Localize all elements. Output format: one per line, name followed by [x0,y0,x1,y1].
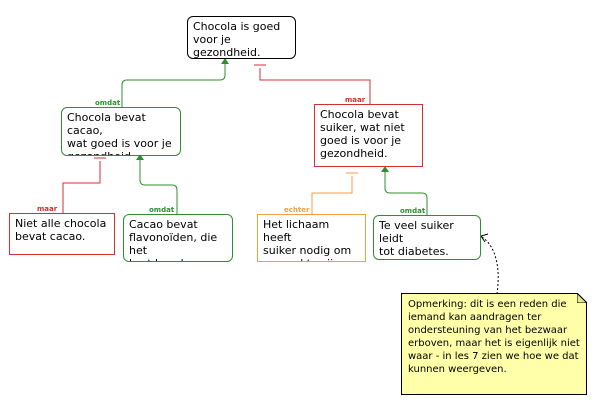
connector-sugar-omdat [381,166,428,215]
edge-label-echter: echter [284,206,310,214]
objection-box-sugar[interactable]: Chocola bevat suiker, wat niet goed is v… [314,104,423,167]
rebuttal-box-body-needs-sugar[interactable]: Het lichaam heeft suiker nodig om gezond… [257,214,366,262]
objection-box-not-all-cacao[interactable]: Niet alle chocola bevat cacao. [9,213,115,255]
connector-cacao-omdat [136,154,178,214]
reason-box-diabetes[interactable]: Te veel suiker leidt tot diabetes. [373,215,481,260]
connector-sugar-echter [311,172,358,214]
edge-label-omdat-diabetes: omdat [400,207,426,215]
note-pointer [480,233,499,295]
reason-box-cacao[interactable]: Chocola bevat cacao, wat goed is voor je… [61,107,181,156]
note-fold-corner [577,293,587,303]
connector-root-omdat-left [121,58,229,107]
claim-box-root[interactable]: Chocola is goed voor je gezondheid. [187,16,296,59]
edge-label-maar-left: maar [37,205,58,213]
edge-label-maar-right: maar [345,96,366,104]
edge-label-omdat-flavonoids: omdat [149,206,175,214]
edge-label-omdat-left: omdat [95,99,121,107]
connector-root-maar-right [254,64,371,104]
note-box[interactable]: Opmerking: dit is een reden die iemand k… [401,293,587,395]
reason-box-flavonoids[interactable]: Cacao bevat flavonoïden, die het hart be… [123,214,233,262]
connector-cacao-maar [62,157,106,213]
